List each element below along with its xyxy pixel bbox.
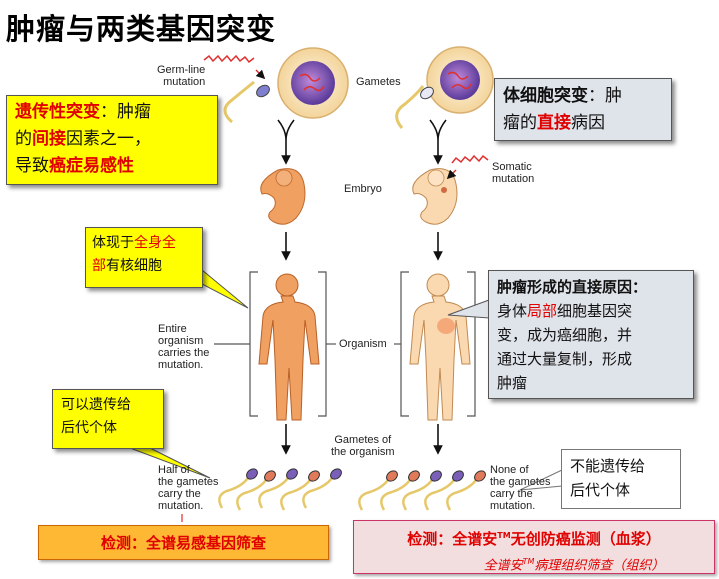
organism-figure-right: [409, 273, 471, 421]
gametes-row-right: [358, 470, 486, 511]
label-gametes: Gametes: [356, 76, 401, 88]
susceptibility-screening-box: 检测：全谱易感基因筛查: [38, 525, 329, 560]
organism-figure-left: [258, 273, 320, 421]
germline-term: 遗传性突变: [15, 102, 100, 122]
cancer-monitoring-box: 检测：全谱安TM无创防癌监测（血浆） 全谱安TM病理组织筛查（组织）: [353, 520, 715, 574]
non-heritable-callout: 不能遗传给 后代个体: [561, 449, 681, 509]
label-organism: Organism: [339, 338, 387, 350]
germline-mutation-squiggle: [203, 54, 255, 64]
page-title: 肿瘤与两类基因突变: [6, 12, 277, 46]
egg-cell-right: [426, 46, 494, 114]
sperm-right: [395, 85, 434, 129]
whole-body-callout: 体现于全身全 部有核细胞: [85, 227, 203, 288]
callout-pointer-box3: [201, 268, 249, 309]
embryo-right: [412, 168, 458, 225]
label-embryo: Embryo: [344, 183, 382, 195]
somatic-term: 体细胞突变: [503, 86, 588, 106]
egg-cell-left: [277, 47, 349, 119]
gametes-row-left: [218, 468, 342, 511]
somatic-mutation-squiggle: [451, 154, 489, 164]
sperm-left: [223, 80, 270, 124]
somatic-mutation-callout: 体细胞突变：肿 瘤的直接病因: [494, 78, 672, 141]
embryo-left: [260, 168, 306, 225]
germline-mutation-callout: 遗传性突变：肿瘤 的间接因素之一， 导致癌症易感性: [6, 95, 218, 185]
heritable-callout: 可以遗传给 后代个体: [52, 389, 164, 449]
direct-cause-callout: 肿瘤形成的直接原因： 身体局部细胞基因突 变，成为癌细胞，并 通过大量复制，形成…: [488, 270, 694, 399]
